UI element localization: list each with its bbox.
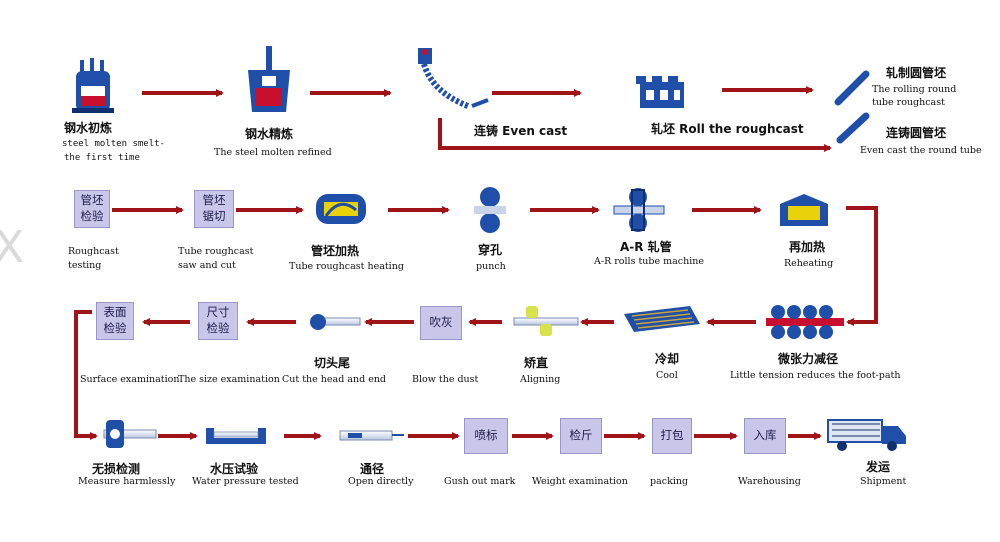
hydrostatic-tester-icon xyxy=(206,428,266,444)
step-label-zh: A-R 轧管 xyxy=(620,240,672,254)
blow-dust-box: 吹灰 xyxy=(420,306,462,340)
box-text: 检斤 xyxy=(569,428,593,443)
step-label-en: Gush out mark xyxy=(444,476,516,487)
step-label-en: Water pressure tested xyxy=(192,476,299,487)
step-label-en: tube roughcast xyxy=(872,97,945,108)
step-label-en: Open directly xyxy=(348,476,414,487)
box-text: 入库 xyxy=(753,428,777,443)
furnace-icon xyxy=(72,58,114,113)
step-label-en: Weight examination xyxy=(532,476,628,487)
step-label-en: packing xyxy=(650,476,689,487)
heating-furnace-icon xyxy=(316,194,366,224)
round-bar-icon xyxy=(836,112,870,144)
surface-exam-box: 表面 检验 xyxy=(96,302,134,340)
step-label-en: The rolling round xyxy=(872,84,957,95)
step-label-en: A-R rolls tube machine xyxy=(594,256,705,267)
step-label-en: Tube roughcast heating xyxy=(289,261,404,272)
reheating-furnace-icon xyxy=(780,194,828,226)
step-label-en: steel molten smelt- xyxy=(62,139,165,149)
box-text: 打包 xyxy=(660,428,684,443)
cooling-bed-icon xyxy=(624,306,700,332)
step-label-zh: 穿孔 xyxy=(478,243,503,257)
arrow xyxy=(846,206,878,326)
tension-reducing-mill-icon xyxy=(766,305,844,339)
step-label-en: Measure harmlessly xyxy=(78,476,176,487)
box-text: 锯切 xyxy=(202,209,226,223)
box-text: 检验 xyxy=(206,321,230,335)
step-label-en: Even cast the round tube xyxy=(860,145,982,156)
ndt-tester-icon xyxy=(103,420,157,448)
roughcast-testing-box: 管坯 检验 xyxy=(74,190,110,228)
box-text: 喷标 xyxy=(474,428,498,443)
step-label-zh: 钢水初炼 xyxy=(64,121,113,135)
step-label-zh: 连铸圆管坯 xyxy=(886,126,947,140)
step-label-en: The steel molten refined xyxy=(214,147,332,158)
step-label-en: Cool xyxy=(656,370,678,381)
round-bar-icon xyxy=(834,70,870,106)
continuous-caster-icon xyxy=(418,48,489,109)
step-label-zh: 发运 xyxy=(866,460,891,474)
cutting-saw-icon xyxy=(310,314,361,330)
step-label-zh: 微张力减径 xyxy=(778,352,839,366)
step-label-zh: 冷却 xyxy=(655,352,680,366)
size-exam-box: 尺寸 检验 xyxy=(198,302,238,340)
step-label-en: Blow the dust xyxy=(412,374,479,385)
box-text: 管坯 xyxy=(202,193,226,208)
step-label-en: The size examination xyxy=(178,374,280,385)
step-label-en: punch xyxy=(476,261,506,272)
step-label-zh: 钢水精炼 xyxy=(245,127,294,141)
arrow xyxy=(74,310,98,440)
step-label-zh: 再加热 xyxy=(789,240,826,254)
gush-mark-box: 喷标 xyxy=(464,418,508,454)
step-label-en: the first time xyxy=(64,153,140,163)
arrow xyxy=(438,118,832,152)
step-label-zh: 矫直 xyxy=(524,356,549,370)
step-label-en: Reheating xyxy=(784,258,834,269)
step-label-en: Warehousing xyxy=(738,476,801,487)
weight-exam-box: 检斤 xyxy=(560,418,602,454)
step-label-en: testing xyxy=(68,260,102,271)
saw-cut-box: 管坯 锯切 xyxy=(194,190,234,228)
step-label-zh: 无损检测 xyxy=(92,462,141,476)
straightening-machine-icon xyxy=(513,306,579,336)
box-text: 吹灰 xyxy=(429,315,453,330)
warehousing-box: 入库 xyxy=(744,418,786,454)
step-label-en: Cut the head and end xyxy=(282,374,387,385)
step-label-en: Surface examination xyxy=(80,374,180,385)
step-label-en: saw and cut xyxy=(178,260,236,271)
step-label-en: Tube roughcast xyxy=(178,246,254,257)
piercing-mill-icon xyxy=(474,187,506,233)
step-label-en: Roughcast xyxy=(68,246,119,257)
ladle-refining-icon xyxy=(248,46,290,112)
watermark-x: X xyxy=(0,222,25,273)
step-label-zh: 轧制圆管坯 xyxy=(886,66,947,80)
box-text: 表面 xyxy=(103,305,127,320)
step-label-zh: 管坯加热 xyxy=(311,244,360,258)
step-label-en: Little tension reduces the foot-path xyxy=(730,370,901,381)
truck-icon xyxy=(827,419,906,451)
roughing-mill-icon xyxy=(636,76,684,108)
ar-rolling-mill-icon xyxy=(613,188,665,232)
step-label-en: Aligning xyxy=(520,374,561,385)
step-label-en: Shipment xyxy=(860,476,907,487)
step-label-zh: 通径 xyxy=(360,462,385,476)
box-text: 管坯 xyxy=(80,193,104,208)
packing-box: 打包 xyxy=(652,418,692,454)
box-text: 检验 xyxy=(80,209,104,223)
box-text: 尺寸 xyxy=(206,305,230,320)
box-text: 检验 xyxy=(103,321,127,335)
step-label: 轧坯 Roll the roughcast xyxy=(651,122,804,136)
step-label: 连铸 Even cast xyxy=(474,124,568,138)
step-label-zh: 水压试验 xyxy=(210,462,259,476)
drift-gauge-icon xyxy=(339,430,404,441)
step-label-zh: 切头尾 xyxy=(314,356,351,370)
